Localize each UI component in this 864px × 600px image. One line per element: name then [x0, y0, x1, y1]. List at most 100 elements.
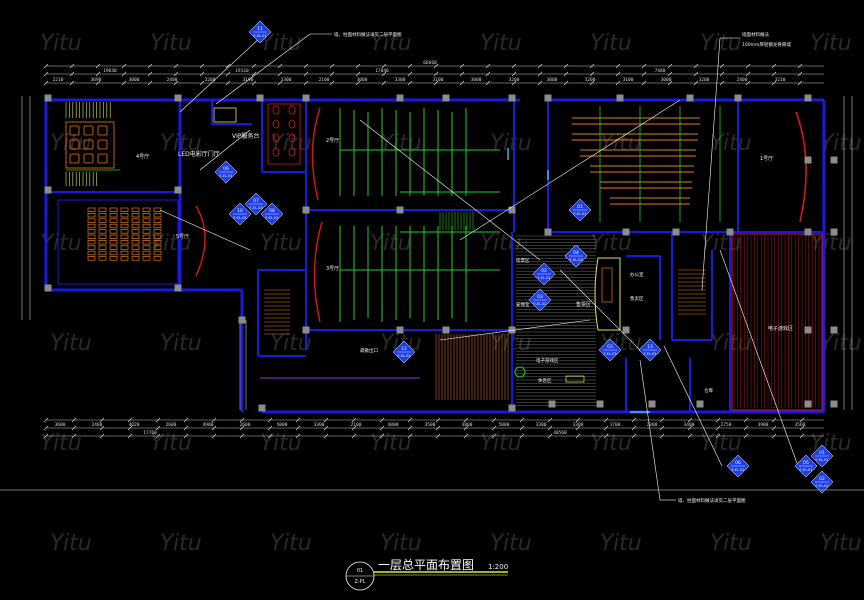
dim-tick	[173, 71, 179, 77]
toilet	[272, 105, 280, 115]
seat	[120, 218, 129, 223]
structural-column	[44, 186, 52, 194]
label-ticket-check: 检票区	[516, 257, 530, 264]
seat	[142, 223, 151, 229]
tag-sheet: F-EL-02	[815, 484, 828, 488]
entrance-floor-pattern	[435, 334, 509, 400]
dim-tick	[329, 63, 335, 69]
dim-tick	[799, 425, 805, 431]
dim-tick	[303, 80, 309, 86]
label-counter: 售卖区	[630, 295, 644, 302]
seat	[109, 250, 118, 256]
label-security: 安保室	[516, 301, 530, 308]
restroom-block	[213, 103, 301, 165]
seat	[87, 240, 96, 245]
structural-column	[622, 228, 630, 236]
toilet	[288, 147, 296, 157]
dim-tick	[459, 80, 465, 86]
dim-tick	[295, 433, 301, 439]
label-exit: 疏散出口	[360, 347, 378, 354]
seat	[87, 234, 96, 239]
watermark-text: Yitu	[160, 331, 202, 356]
dim-tick	[631, 425, 637, 431]
dim-tick	[121, 80, 127, 86]
dim-tick	[379, 425, 385, 431]
watermark-text: Yitu	[160, 531, 202, 556]
seat	[131, 250, 140, 256]
seat	[153, 256, 162, 261]
tag-id: 06	[735, 460, 741, 466]
dim-top-detail: 3000	[471, 77, 482, 83]
elevation-tag: 12F-EL-04	[392, 340, 416, 364]
dim-bottom-detail: 2750	[721, 422, 732, 428]
tag-sheet: F-EL-01	[799, 468, 812, 472]
structural-column	[830, 156, 838, 164]
seat	[87, 245, 96, 250]
dim-bottom-detail: 4980	[203, 422, 214, 428]
watermark-text: Yitu	[710, 131, 752, 156]
dim-tick	[407, 80, 413, 86]
structural-column	[174, 186, 182, 194]
seat	[142, 213, 151, 218]
seat	[120, 229, 129, 234]
dim-tick	[537, 80, 543, 86]
dim-tick	[433, 71, 439, 77]
elevation-tag: 03F-EL-02	[528, 288, 552, 312]
tag-id: 01	[819, 450, 825, 456]
dim-bottom-detail: 2300	[647, 422, 658, 428]
dim-tick	[715, 417, 721, 423]
dim-bottom-detail: 4800	[388, 422, 399, 428]
dim-bottom-detail: 3600	[55, 422, 66, 428]
dim-tick	[519, 425, 525, 431]
structural-column	[256, 94, 264, 102]
elevation-tag: 08F-EL-02	[260, 202, 284, 226]
watermark-text: Yitu	[50, 531, 92, 556]
tag-sheet: F-EL-01	[219, 174, 232, 178]
dim-tick	[147, 63, 153, 69]
dim-tick	[715, 425, 721, 431]
seat	[153, 218, 162, 223]
dim-tick	[719, 63, 725, 69]
dim-tick	[225, 80, 231, 86]
label-hall1: 1号厅	[760, 156, 773, 162]
watermark-text: Yitu	[700, 431, 742, 456]
dim-tick	[547, 433, 553, 439]
dim-tick	[463, 425, 469, 431]
seat	[87, 223, 96, 229]
label-game: 电子游戏区	[536, 357, 559, 364]
seat	[142, 229, 151, 234]
elevation-tag: 06F-EL-02	[726, 454, 750, 478]
ticket-counter	[514, 257, 621, 383]
drawing-title: 一层总平面布置图	[378, 558, 474, 572]
right-hall-frame	[731, 233, 823, 411]
dim-tick	[211, 433, 217, 439]
dim-tick	[199, 80, 205, 86]
structural-column	[442, 94, 450, 102]
dim-tick	[407, 433, 413, 439]
dim-tick	[771, 417, 777, 423]
structural-column	[686, 94, 694, 102]
structural-column	[302, 94, 310, 102]
seat	[98, 240, 107, 245]
tag-sheet: F-EL-01	[643, 352, 656, 356]
dim-tick	[71, 417, 77, 423]
seat	[98, 213, 107, 218]
watermark-text: Yitu	[40, 31, 82, 56]
tag-sheet: F-EL-02	[533, 302, 546, 306]
dim-top-detail: 3200	[205, 77, 216, 83]
dim-tick	[575, 417, 581, 423]
dim-tick	[491, 425, 497, 431]
tag-sheet: F-EL-05	[233, 216, 246, 220]
watermark-text: Yitu	[270, 531, 312, 556]
elevation-tag: 02F-EL-01	[532, 262, 556, 286]
structural-column	[616, 94, 624, 102]
dim-tick	[355, 63, 361, 69]
dim-top-detail: 3200	[585, 77, 596, 83]
dim-tick	[381, 71, 387, 77]
structural-column	[804, 156, 812, 164]
dim-tick	[519, 433, 525, 439]
structural-column	[396, 326, 404, 334]
dim-tick	[225, 63, 231, 69]
